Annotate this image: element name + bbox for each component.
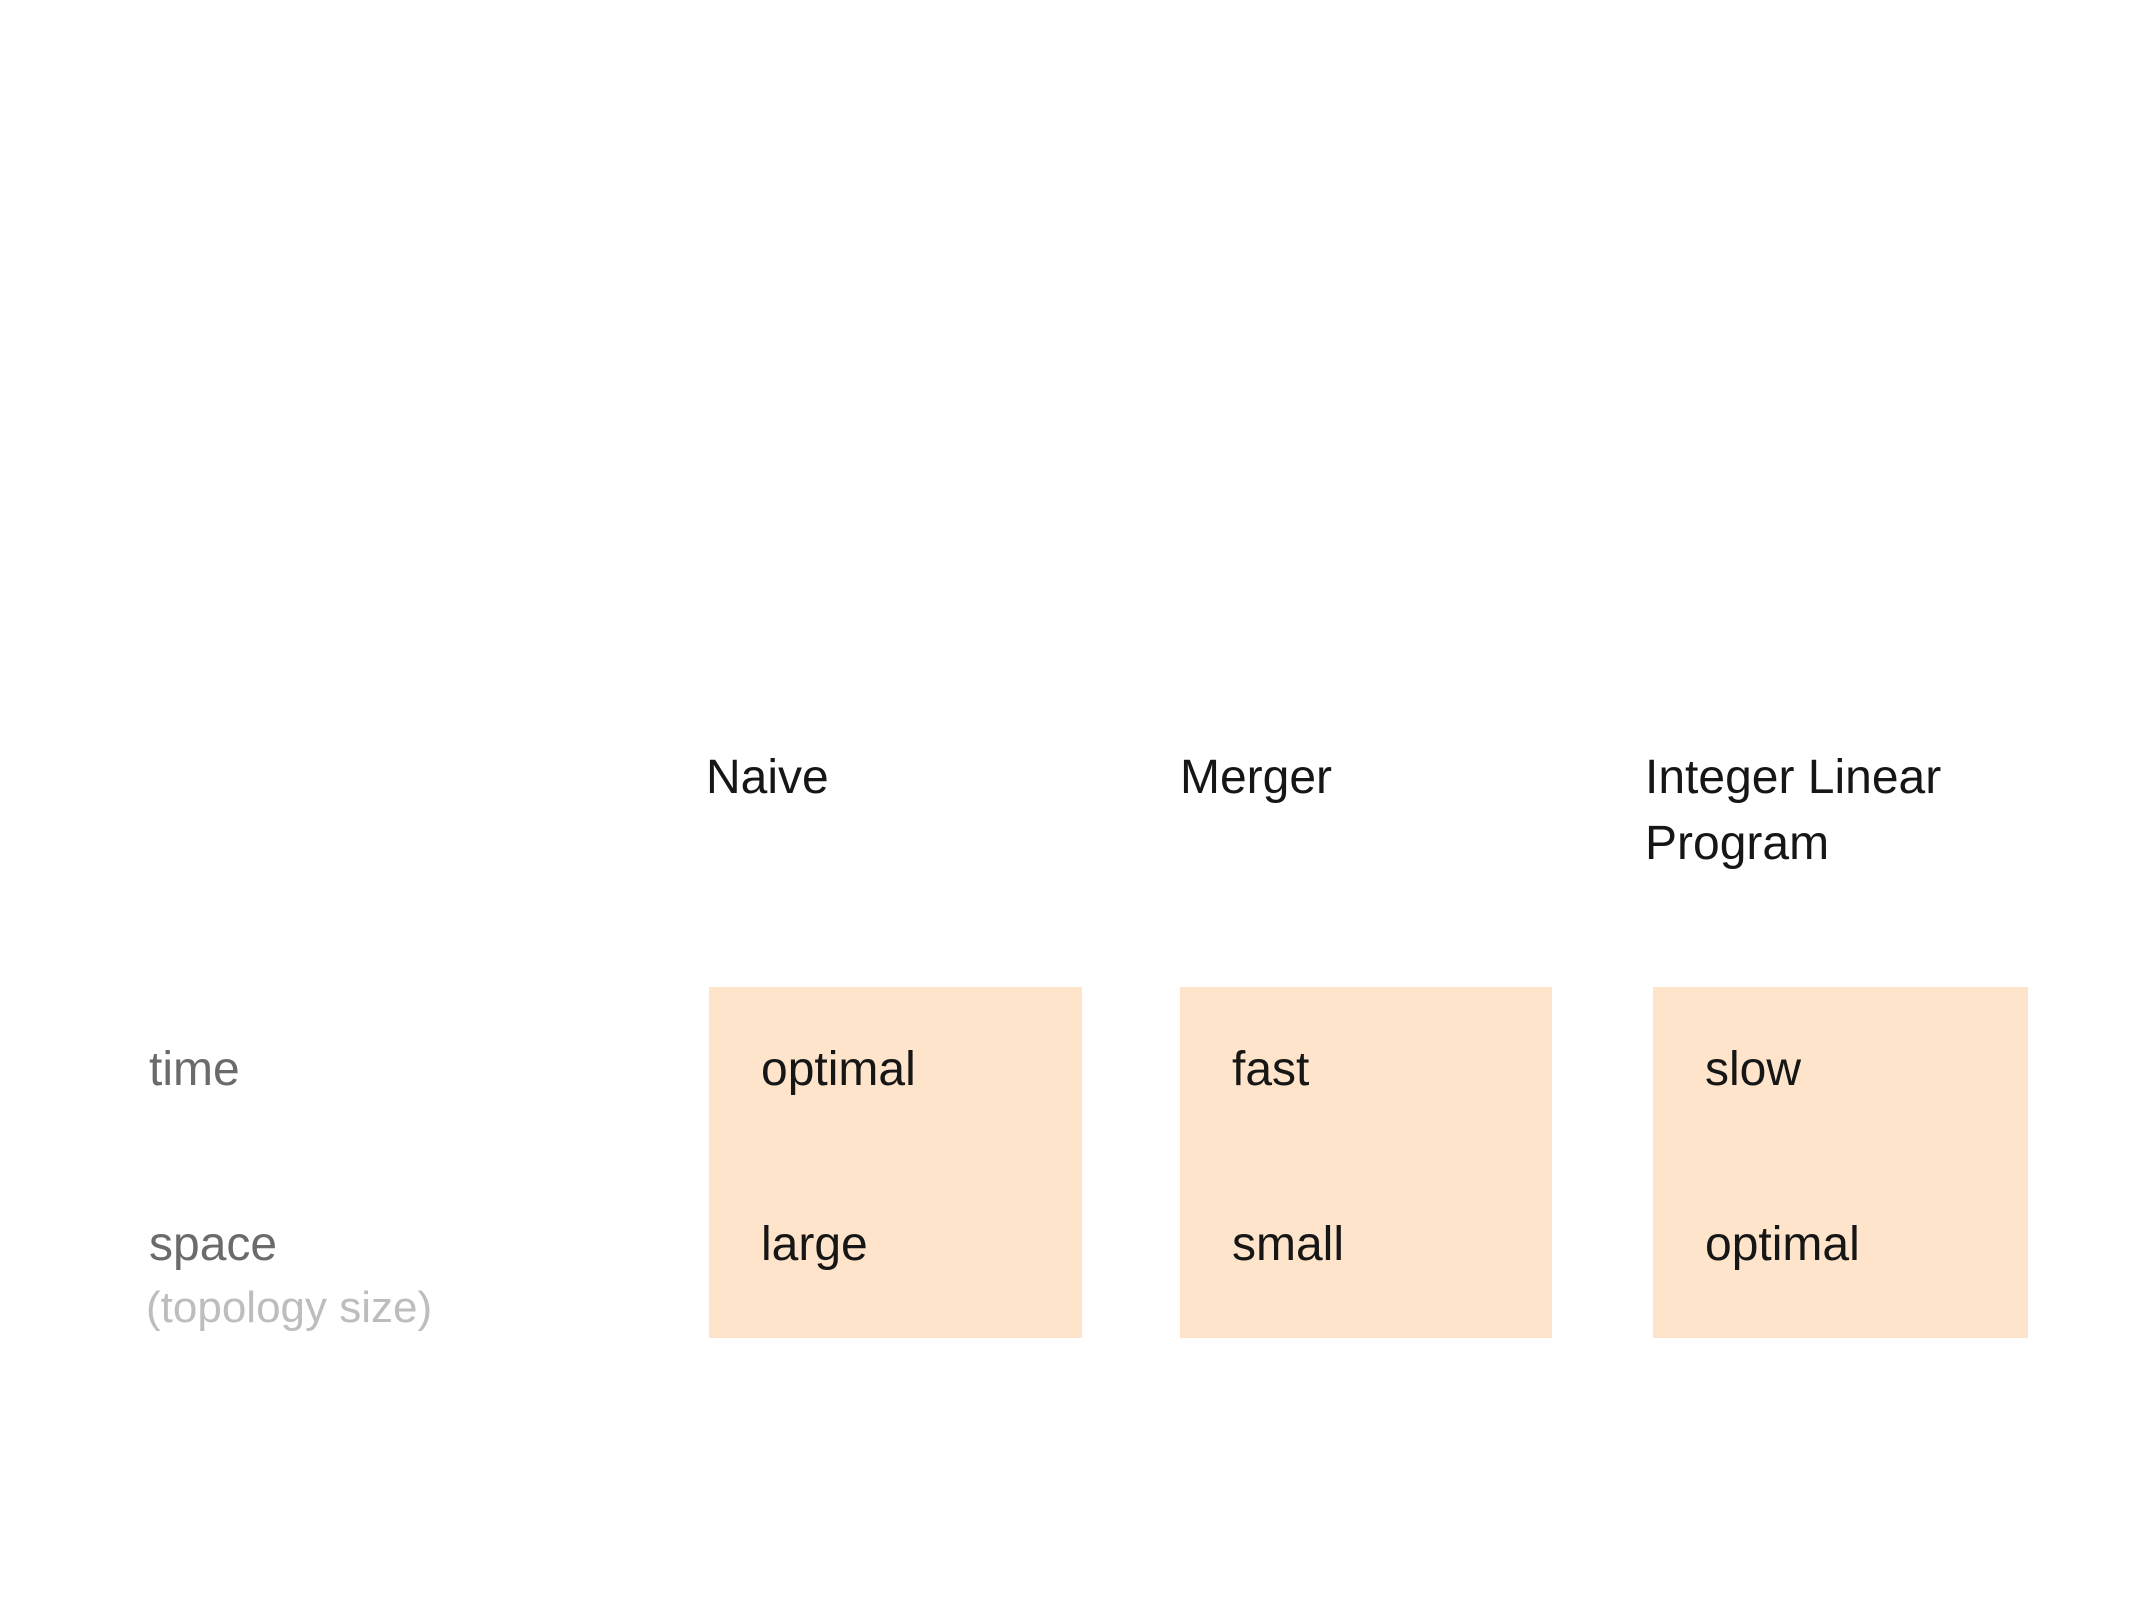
cell-merger-space: small [1232,1218,1345,1271]
cell-naive-space: large [761,1218,868,1271]
row-label-space: space [149,1218,278,1271]
column-header-naive: Naive [706,751,829,804]
cell-box-naive: optimal large [709,987,1082,1338]
cell-box-integer-linear-program: slow optimal [1653,987,2028,1338]
cell-naive-time: optimal [761,1043,916,1096]
row-label-time: time [149,1043,240,1096]
cell-ilp-space: optimal [1705,1218,1860,1271]
column-header-integer-linear-program: Integer Linear Program [1645,751,1942,870]
cell-merger-time: fast [1232,1043,1310,1096]
cell-box-merger: fast small [1180,987,1552,1338]
column-header-merger: Merger [1180,751,1333,804]
cell-ilp-time: slow [1705,1043,1802,1096]
row-sublabel-topology-size: (topology size) [146,1283,433,1332]
